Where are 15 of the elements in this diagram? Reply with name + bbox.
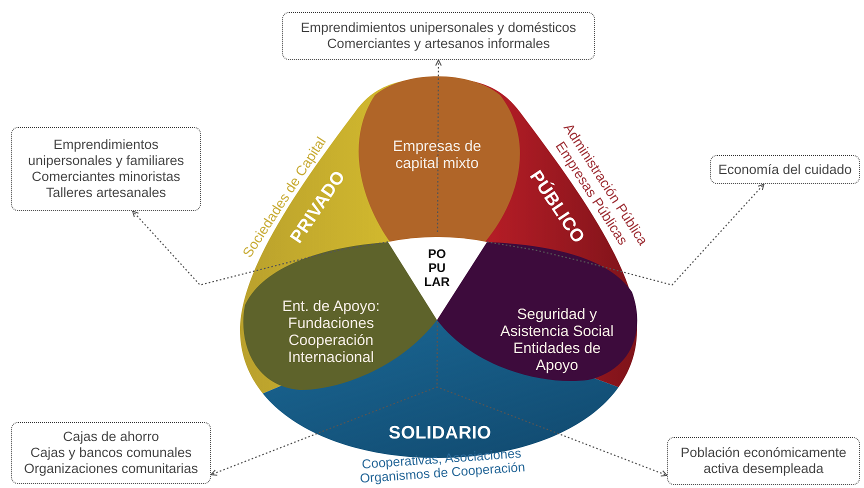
region-label: PO PU LAR <box>423 247 451 289</box>
callout-box: Población económicamente activa desempleada <box>667 437 860 485</box>
region-label: Ent. de Apoyo: Fundaciones Cooperación Internacional <box>281 298 381 366</box>
leader-line <box>132 210 388 286</box>
region-label: Seguridad y Asistencia Social Entidades de Apoyo <box>499 306 615 374</box>
region-label: SOLIDARIO <box>388 422 492 444</box>
leader-line <box>435 59 442 232</box>
region-label: Empresas de capital mixto <box>392 138 482 172</box>
callout-box: Emprendimientos unipersonales y familiares Comerciantes minoristas Talleres artesanales <box>11 127 201 211</box>
callout-box: Cajas de ahorro Cajas y bancos comunales Organizaciones comunitarias <box>11 422 211 484</box>
leader-line <box>486 183 765 286</box>
callout-box: Emprendimientos unipersonales y domésticos Comerciantes y artesanos informales <box>282 12 595 60</box>
callout-box: Economía del cuidado <box>710 155 860 184</box>
leader-line <box>436 322 668 477</box>
region-label: Cooperativas, Asociaciones Organismos de Cooperación <box>358 445 526 487</box>
